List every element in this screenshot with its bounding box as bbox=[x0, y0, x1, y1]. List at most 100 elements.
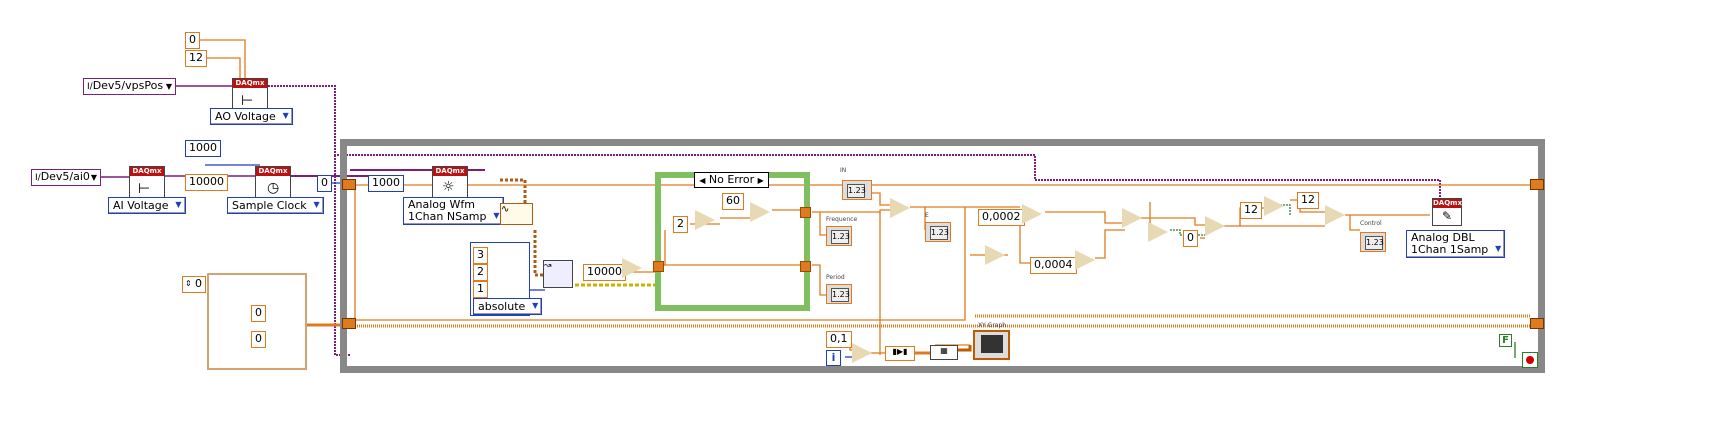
clock-rate-constant[interactable]: 1000 bbox=[185, 140, 221, 157]
ao-min-constant[interactable]: 0 bbox=[185, 32, 200, 49]
decrement-icon: ◀ bbox=[699, 176, 706, 185]
multiply-node[interactable] bbox=[695, 210, 715, 230]
add-node-2[interactable] bbox=[1122, 208, 1142, 228]
daqmx-header: DAQmx bbox=[433, 167, 467, 176]
cluster-element-1[interactable]: 1 bbox=[473, 281, 488, 298]
ai-voltage-selector[interactable]: AI Voltage bbox=[108, 197, 186, 214]
get-waveform-components[interactable]: ∿ bbox=[500, 203, 533, 225]
period-label: Period bbox=[826, 274, 845, 281]
greater-than-zero-node[interactable] bbox=[1148, 222, 1168, 242]
absolute-selector[interactable]: absolute bbox=[473, 298, 543, 315]
case-tunnel-in bbox=[653, 261, 664, 272]
daqmx-header: DAQmx bbox=[256, 167, 290, 176]
add-node[interactable] bbox=[985, 245, 1005, 265]
sample-clock-selector[interactable]: Sample Clock bbox=[227, 197, 324, 214]
while-loop[interactable] bbox=[340, 139, 1545, 373]
k2-constant[interactable]: 0,0004 bbox=[1030, 257, 1077, 274]
case-selector[interactable]: ◀ No Error ▶ bbox=[694, 172, 769, 188]
multiply-node-3[interactable] bbox=[1075, 250, 1095, 270]
case-tunnel-top bbox=[800, 207, 811, 218]
two-constant[interactable]: 2 bbox=[673, 216, 688, 233]
io-icon: I/ bbox=[87, 82, 93, 92]
timing-icon: ↝ bbox=[544, 261, 552, 271]
case-tunnel-bottom bbox=[800, 261, 811, 272]
subtract-node[interactable] bbox=[890, 198, 910, 218]
twelve-constant-2[interactable]: 12 bbox=[1297, 192, 1319, 209]
build-array-node[interactable]: ▮▶▮ bbox=[885, 346, 915, 361]
divisor-constant[interactable]: 10000 bbox=[583, 264, 626, 281]
control-indicator[interactable]: 1.23 bbox=[1360, 232, 1386, 252]
ao-max-constant[interactable]: 12 bbox=[185, 50, 207, 67]
daqmx-create-channel-ai[interactable]: DAQmx ⊢ bbox=[129, 166, 165, 202]
k1-constant[interactable]: 0,0002 bbox=[978, 209, 1025, 226]
numeric-icon: 1.23 bbox=[930, 226, 949, 240]
multiply-node-4[interactable] bbox=[852, 343, 872, 363]
array-element-top[interactable]: 0 bbox=[251, 305, 266, 322]
waveform-dt-node[interactable]: ↝ bbox=[543, 260, 573, 288]
channel-icon: ⊢ bbox=[241, 93, 254, 109]
numeric-icon: 1.23 bbox=[831, 288, 850, 302]
divide-node[interactable] bbox=[622, 258, 642, 278]
read-samples-constant[interactable]: 1000 bbox=[368, 175, 404, 192]
numeric-icon: 1.23 bbox=[1365, 236, 1384, 250]
ao-voltage-selector[interactable]: AO Voltage bbox=[210, 108, 293, 125]
daqmx-timing[interactable]: DAQmx ◷ bbox=[255, 166, 291, 202]
stop-constant[interactable]: F bbox=[1499, 334, 1512, 347]
numeric-icon: 1.23 bbox=[831, 230, 850, 244]
daqmx-read[interactable]: DAQmx ☼ bbox=[432, 166, 468, 202]
array-index-constant[interactable]: ⇕ 0 bbox=[182, 276, 206, 293]
graph-icon bbox=[981, 335, 1003, 353]
select-node[interactable] bbox=[1205, 216, 1225, 236]
control-label: Control bbox=[1360, 220, 1382, 227]
timestamp-cluster[interactable]: 3 2 1 absolute bbox=[470, 242, 543, 316]
sixty-constant[interactable]: 60 bbox=[722, 193, 744, 210]
daqmx-header: DAQmx bbox=[1433, 199, 1462, 208]
daqmx-header: DAQmx bbox=[130, 167, 164, 176]
iteration-terminal: i bbox=[826, 350, 841, 366]
cluster-element-2[interactable]: 2 bbox=[473, 264, 488, 281]
daqmx-header: DAQmx bbox=[233, 79, 267, 88]
greater-than-node[interactable] bbox=[1264, 196, 1284, 216]
analog-dbl-selector[interactable]: Analog DBL 1Chan 1Samp bbox=[1406, 230, 1506, 258]
ai-channel-constant[interactable]: I/Dev5/ai0 ▼ bbox=[31, 169, 101, 186]
daqmx-write[interactable]: DAQmx ✎ bbox=[1432, 198, 1462, 226]
shift-register-right-bottom[interactable] bbox=[1530, 318, 1544, 329]
cluster-element-3[interactable]: 3 bbox=[473, 247, 488, 264]
analog-wfm-selector[interactable]: Analog Wfm 1Chan NSamp bbox=[403, 197, 504, 225]
clock-icon: ◷ bbox=[267, 180, 280, 196]
loop-init-constant[interactable]: 0 bbox=[317, 175, 332, 192]
period-indicator[interactable]: 1.23 bbox=[826, 284, 852, 304]
in-indicator[interactable]: 1.23 bbox=[842, 180, 872, 200]
e-label: E bbox=[925, 212, 929, 219]
build-array-icon: ▮▶▮ bbox=[892, 347, 908, 356]
twelve-constant[interactable]: 12 bbox=[1240, 202, 1262, 219]
bundle-icon: ▦ bbox=[940, 346, 948, 355]
loop-condition-terminal[interactable] bbox=[1522, 352, 1538, 368]
numeric-icon: 1.23 bbox=[847, 184, 866, 198]
shift-register-left-top[interactable] bbox=[342, 179, 356, 190]
io-icon: I/ bbox=[35, 173, 41, 183]
divide-node-2[interactable] bbox=[750, 202, 770, 222]
frequence-indicator[interactable]: 1.23 bbox=[826, 226, 852, 246]
pencil-icon: ✎ bbox=[1442, 209, 1453, 223]
frequence-label: Frequence bbox=[826, 216, 858, 223]
bundle-node[interactable]: ▦ bbox=[930, 345, 958, 360]
cluster-array-constant[interactable]: 0 0 bbox=[207, 273, 307, 370]
multiply-node-2[interactable] bbox=[1022, 204, 1042, 224]
e-indicator[interactable]: 1.23 bbox=[925, 222, 951, 242]
xy-graph-indicator[interactable] bbox=[973, 330, 1010, 360]
shift-register-right-top[interactable] bbox=[1530, 179, 1544, 190]
step-constant[interactable]: 0,1 bbox=[826, 331, 852, 348]
zero-constant[interactable]: 0 bbox=[1183, 230, 1198, 247]
ring-arrow-icon: ▼ bbox=[90, 173, 97, 182]
channel-icon: ⊢ bbox=[138, 181, 151, 197]
ring-arrow-icon: ▼ bbox=[165, 82, 172, 91]
shift-register-left-bottom[interactable] bbox=[342, 318, 356, 329]
array-element-bottom[interactable]: 0 bbox=[251, 331, 266, 348]
samples-constant[interactable]: 10000 bbox=[185, 174, 228, 191]
xy-graph-label: XY Graph bbox=[978, 322, 1007, 329]
waveform-icon: ∿ bbox=[501, 204, 510, 215]
select-node-2[interactable] bbox=[1325, 205, 1345, 225]
ao-channel-constant[interactable]: I/Dev5/vpsPos ▼ bbox=[83, 78, 176, 95]
